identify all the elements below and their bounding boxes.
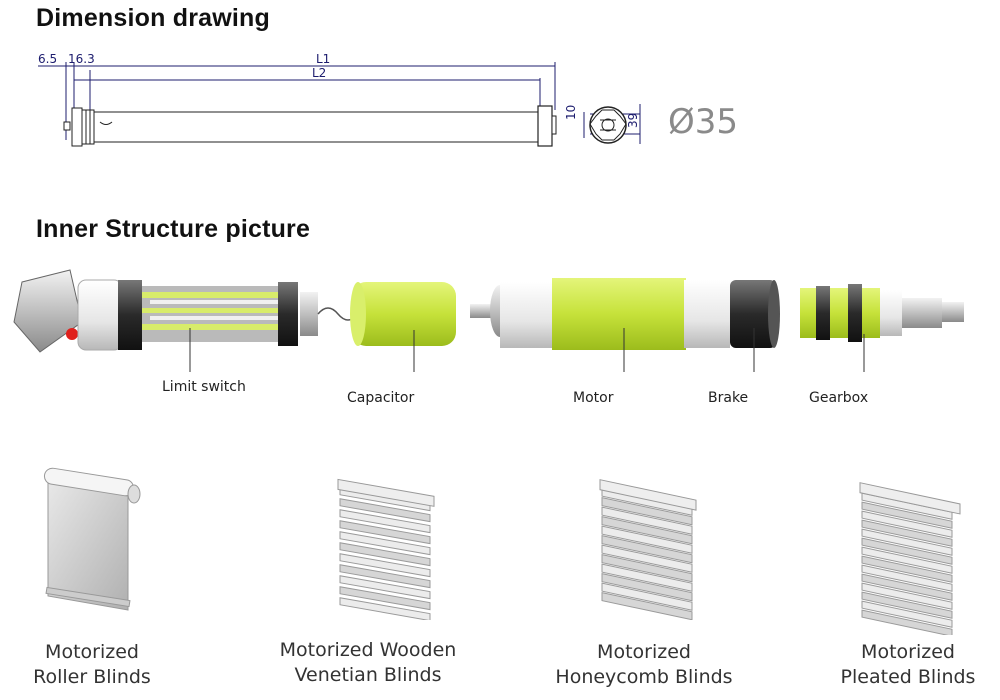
- dimension-drawing-title: Dimension drawing: [36, 4, 270, 32]
- blind-caption-honeycomb-line1: Motorized: [597, 641, 691, 663]
- dimension-drawing: [38, 62, 641, 147]
- motor-component: [470, 278, 730, 350]
- blind-slat: [601, 525, 693, 554]
- tube-outline: [63, 105, 557, 147]
- dim-6-5-label: 6.5: [38, 52, 58, 66]
- blind-slat: [601, 516, 693, 545]
- dim-39-label: 39: [626, 112, 640, 128]
- blind-caption-pleated-line1: Motorized: [861, 641, 955, 663]
- blind-slat: [861, 519, 953, 547]
- dim-16-3-label: 16.3: [68, 52, 95, 66]
- dim-10-label: 10: [564, 104, 578, 120]
- pleated-blind-illustration: [859, 482, 961, 635]
- blind-slat: [601, 563, 693, 592]
- blind-slat: [339, 509, 431, 534]
- blind-slat: [861, 546, 953, 574]
- blind-caption-honeycomb: Motorized Honeycomb Blinds: [534, 640, 754, 690]
- blind-slat: [339, 586, 431, 611]
- gearbox-component: [800, 284, 964, 342]
- blind-slat: [861, 573, 953, 601]
- blind-caption-venetian-line2: Venetian Blinds: [294, 664, 442, 686]
- blind-slat: [339, 520, 431, 545]
- blind-slat: [861, 510, 953, 538]
- blind-caption-honeycomb-line2: Honeycomb Blinds: [555, 666, 733, 688]
- diameter-label: Ø35: [668, 102, 739, 142]
- capacitor-component: [317, 282, 456, 346]
- blind-slat: [861, 591, 953, 619]
- blind-caption-venetian: Motorized Wooden Venetian Blinds: [258, 638, 478, 688]
- blind-slat: [601, 535, 693, 564]
- blind-slat: [861, 564, 953, 592]
- capacitor-label: Capacitor: [347, 390, 415, 406]
- blind-slat: [601, 506, 693, 535]
- blind-slat: [861, 501, 953, 529]
- blind-slat: [601, 544, 693, 573]
- blind-slat: [339, 564, 431, 589]
- blind-slat: [339, 553, 431, 578]
- blind-slat: [601, 582, 693, 611]
- motor-label: Motor: [573, 390, 614, 406]
- dim-l2-label: L2: [312, 66, 327, 80]
- brake-component: [730, 280, 780, 348]
- blind-slat: [861, 600, 953, 628]
- blind-caption-roller-line1: Motorized: [45, 641, 139, 663]
- blind-caption-venetian-line1: Motorized Wooden: [279, 639, 457, 661]
- blind-caption-pleated: Motorized Pleated Blinds: [798, 640, 1000, 690]
- blind-slat: [861, 555, 953, 583]
- blind-slat: [339, 531, 431, 556]
- gearbox-label: Gearbox: [809, 390, 869, 406]
- inner-structure-diagram: [13, 269, 964, 372]
- blind-caption-roller: Motorized Roller Blinds: [0, 640, 202, 690]
- blind-slat: [339, 575, 431, 600]
- blind-slat: [861, 582, 953, 610]
- dim-l1-label: L1: [316, 52, 331, 66]
- inner-structure-title: Inner Structure picture: [36, 215, 311, 243]
- blind-slat: [339, 498, 431, 523]
- blind-caption-pleated-line2: Pleated Blinds: [840, 666, 976, 688]
- end-view-drawing: [583, 104, 641, 144]
- blind-slat: [601, 573, 693, 602]
- brake-label: Brake: [708, 390, 749, 406]
- blind-slat: [601, 554, 693, 583]
- roller-blind-illustration: [43, 467, 141, 611]
- limit-switch-component: [13, 269, 318, 353]
- blind-caption-roller-line2: Roller Blinds: [33, 666, 151, 688]
- blind-slat: [861, 537, 953, 565]
- limit-switch-label: Limit switch: [162, 379, 246, 395]
- blind-slat: [601, 497, 693, 526]
- blind-slat: [861, 528, 953, 556]
- blind-slat: [339, 542, 431, 567]
- honeycomb-blind-illustration: [599, 479, 697, 620]
- venetian-blind-illustration: [337, 478, 435, 620]
- blind-slat: [601, 592, 693, 620]
- blind-slat: [339, 597, 431, 620]
- blind-slat: [861, 609, 953, 635]
